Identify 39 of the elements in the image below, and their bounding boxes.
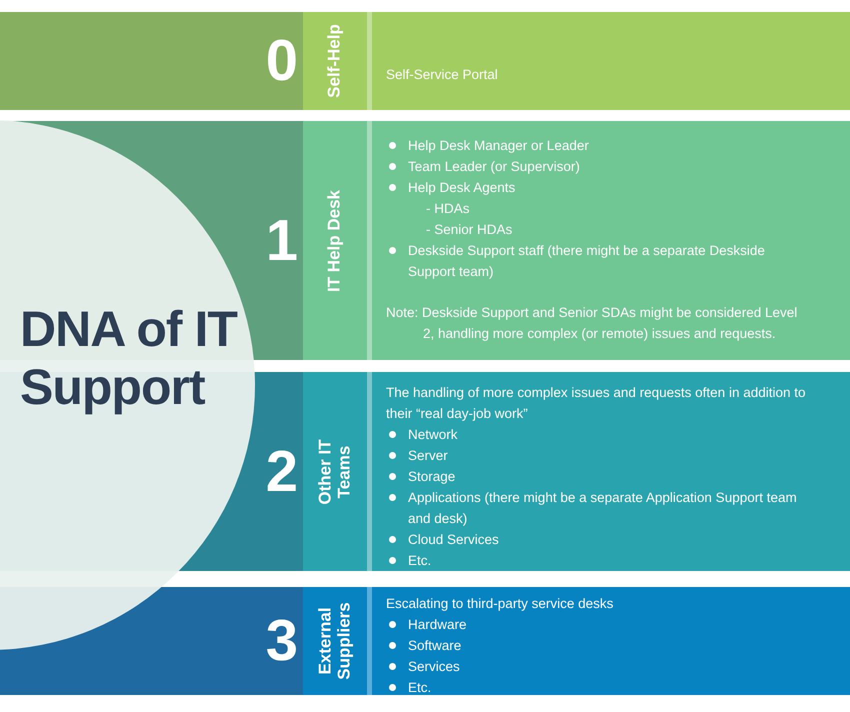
bullet-item: Etc. [386, 677, 810, 698]
bullet-item: Network [386, 424, 810, 445]
level-number: 1 [266, 212, 298, 270]
level-number: 2 [266, 442, 298, 500]
level-number: 0 [266, 32, 298, 90]
paragraph: Self-Service Portal [386, 66, 499, 84]
bullet-item: Services [386, 656, 810, 677]
content-panel [372, 121, 850, 360]
note-text: Note: Deskside Support and Senior SDAs might be considered Level 2, handling more complex (or remote) issues and requests. [386, 304, 798, 343]
bullet-item: Cloud Services [386, 529, 810, 550]
level-name: IT Help Desk [326, 189, 344, 292]
paragraph: Escalating to third-party service desks [386, 595, 614, 613]
sub-item: - Senior HDAs [425, 221, 514, 239]
bullet-item: Help Desk Manager or Leader [386, 135, 810, 156]
level-name: External Suppliers [316, 601, 354, 682]
bullet-item: Software [386, 635, 810, 656]
level-tab [303, 121, 367, 360]
level-tab [303, 372, 367, 571]
diagram-title: DNA of IT Support [20, 300, 238, 416]
level-number: 3 [266, 612, 298, 670]
bullet-item: Storage [386, 466, 810, 487]
level-band [0, 587, 850, 695]
bullet-item: Help Desk Agents [386, 177, 810, 198]
level-tab [303, 587, 367, 695]
content-panel [372, 587, 850, 695]
bullet-item: Etc. [386, 550, 810, 571]
bullet-item: Server [386, 445, 810, 466]
paragraph: The handling of more complex issues and requests often in addition to their “real day-job work” [386, 384, 807, 423]
bullet-item: Applications (there might be a separate Application Support team and desk) [386, 487, 810, 529]
bullet-item: Team Leader (or Supervisor) [386, 156, 810, 177]
level-tab [303, 12, 367, 110]
content-panel [372, 372, 850, 571]
content-panel [372, 12, 850, 110]
level-band [0, 12, 850, 110]
sub-item: - HDAs [425, 200, 470, 218]
bullet-item: Hardware [386, 614, 810, 635]
bullet-item: Deskside Support staff (there might be a separate Deskside Support team) [386, 240, 810, 282]
level-name: Self-Help [326, 24, 344, 98]
level-name: Other IT Teams [316, 438, 354, 506]
